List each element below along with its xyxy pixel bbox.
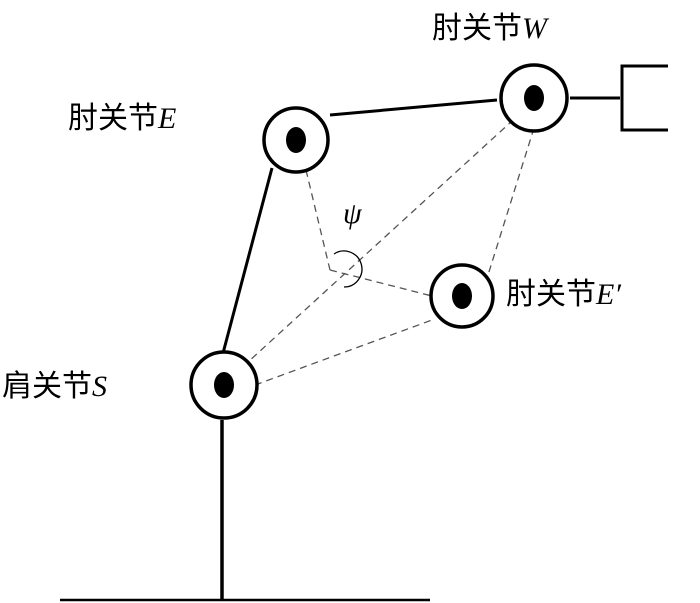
construction-lines xyxy=(224,99,536,386)
gripper xyxy=(620,64,668,132)
dashed-w-eprime xyxy=(487,127,535,276)
joint-w xyxy=(499,63,569,133)
forearm-link xyxy=(329,98,498,117)
label-wrist-w: 肘关节W xyxy=(432,11,550,46)
upper-arm-link xyxy=(220,167,274,358)
dashed-center-eprime xyxy=(329,269,433,297)
joint-e-prime xyxy=(429,263,495,329)
joint-e xyxy=(262,106,330,174)
dashed-e-center xyxy=(305,169,331,271)
angle-psi-arc xyxy=(333,250,363,288)
label-elbow-e: 肘关节E xyxy=(68,101,176,136)
dashed-s-w xyxy=(224,99,536,384)
label-angle-psi: ψ xyxy=(343,197,363,230)
label-shoulder-s: 肩关节S xyxy=(2,369,107,404)
label-elbow-e-prime: 肘关节E′ xyxy=(506,277,621,312)
dashed-s-eprime xyxy=(254,319,433,386)
joint-s xyxy=(189,350,259,420)
